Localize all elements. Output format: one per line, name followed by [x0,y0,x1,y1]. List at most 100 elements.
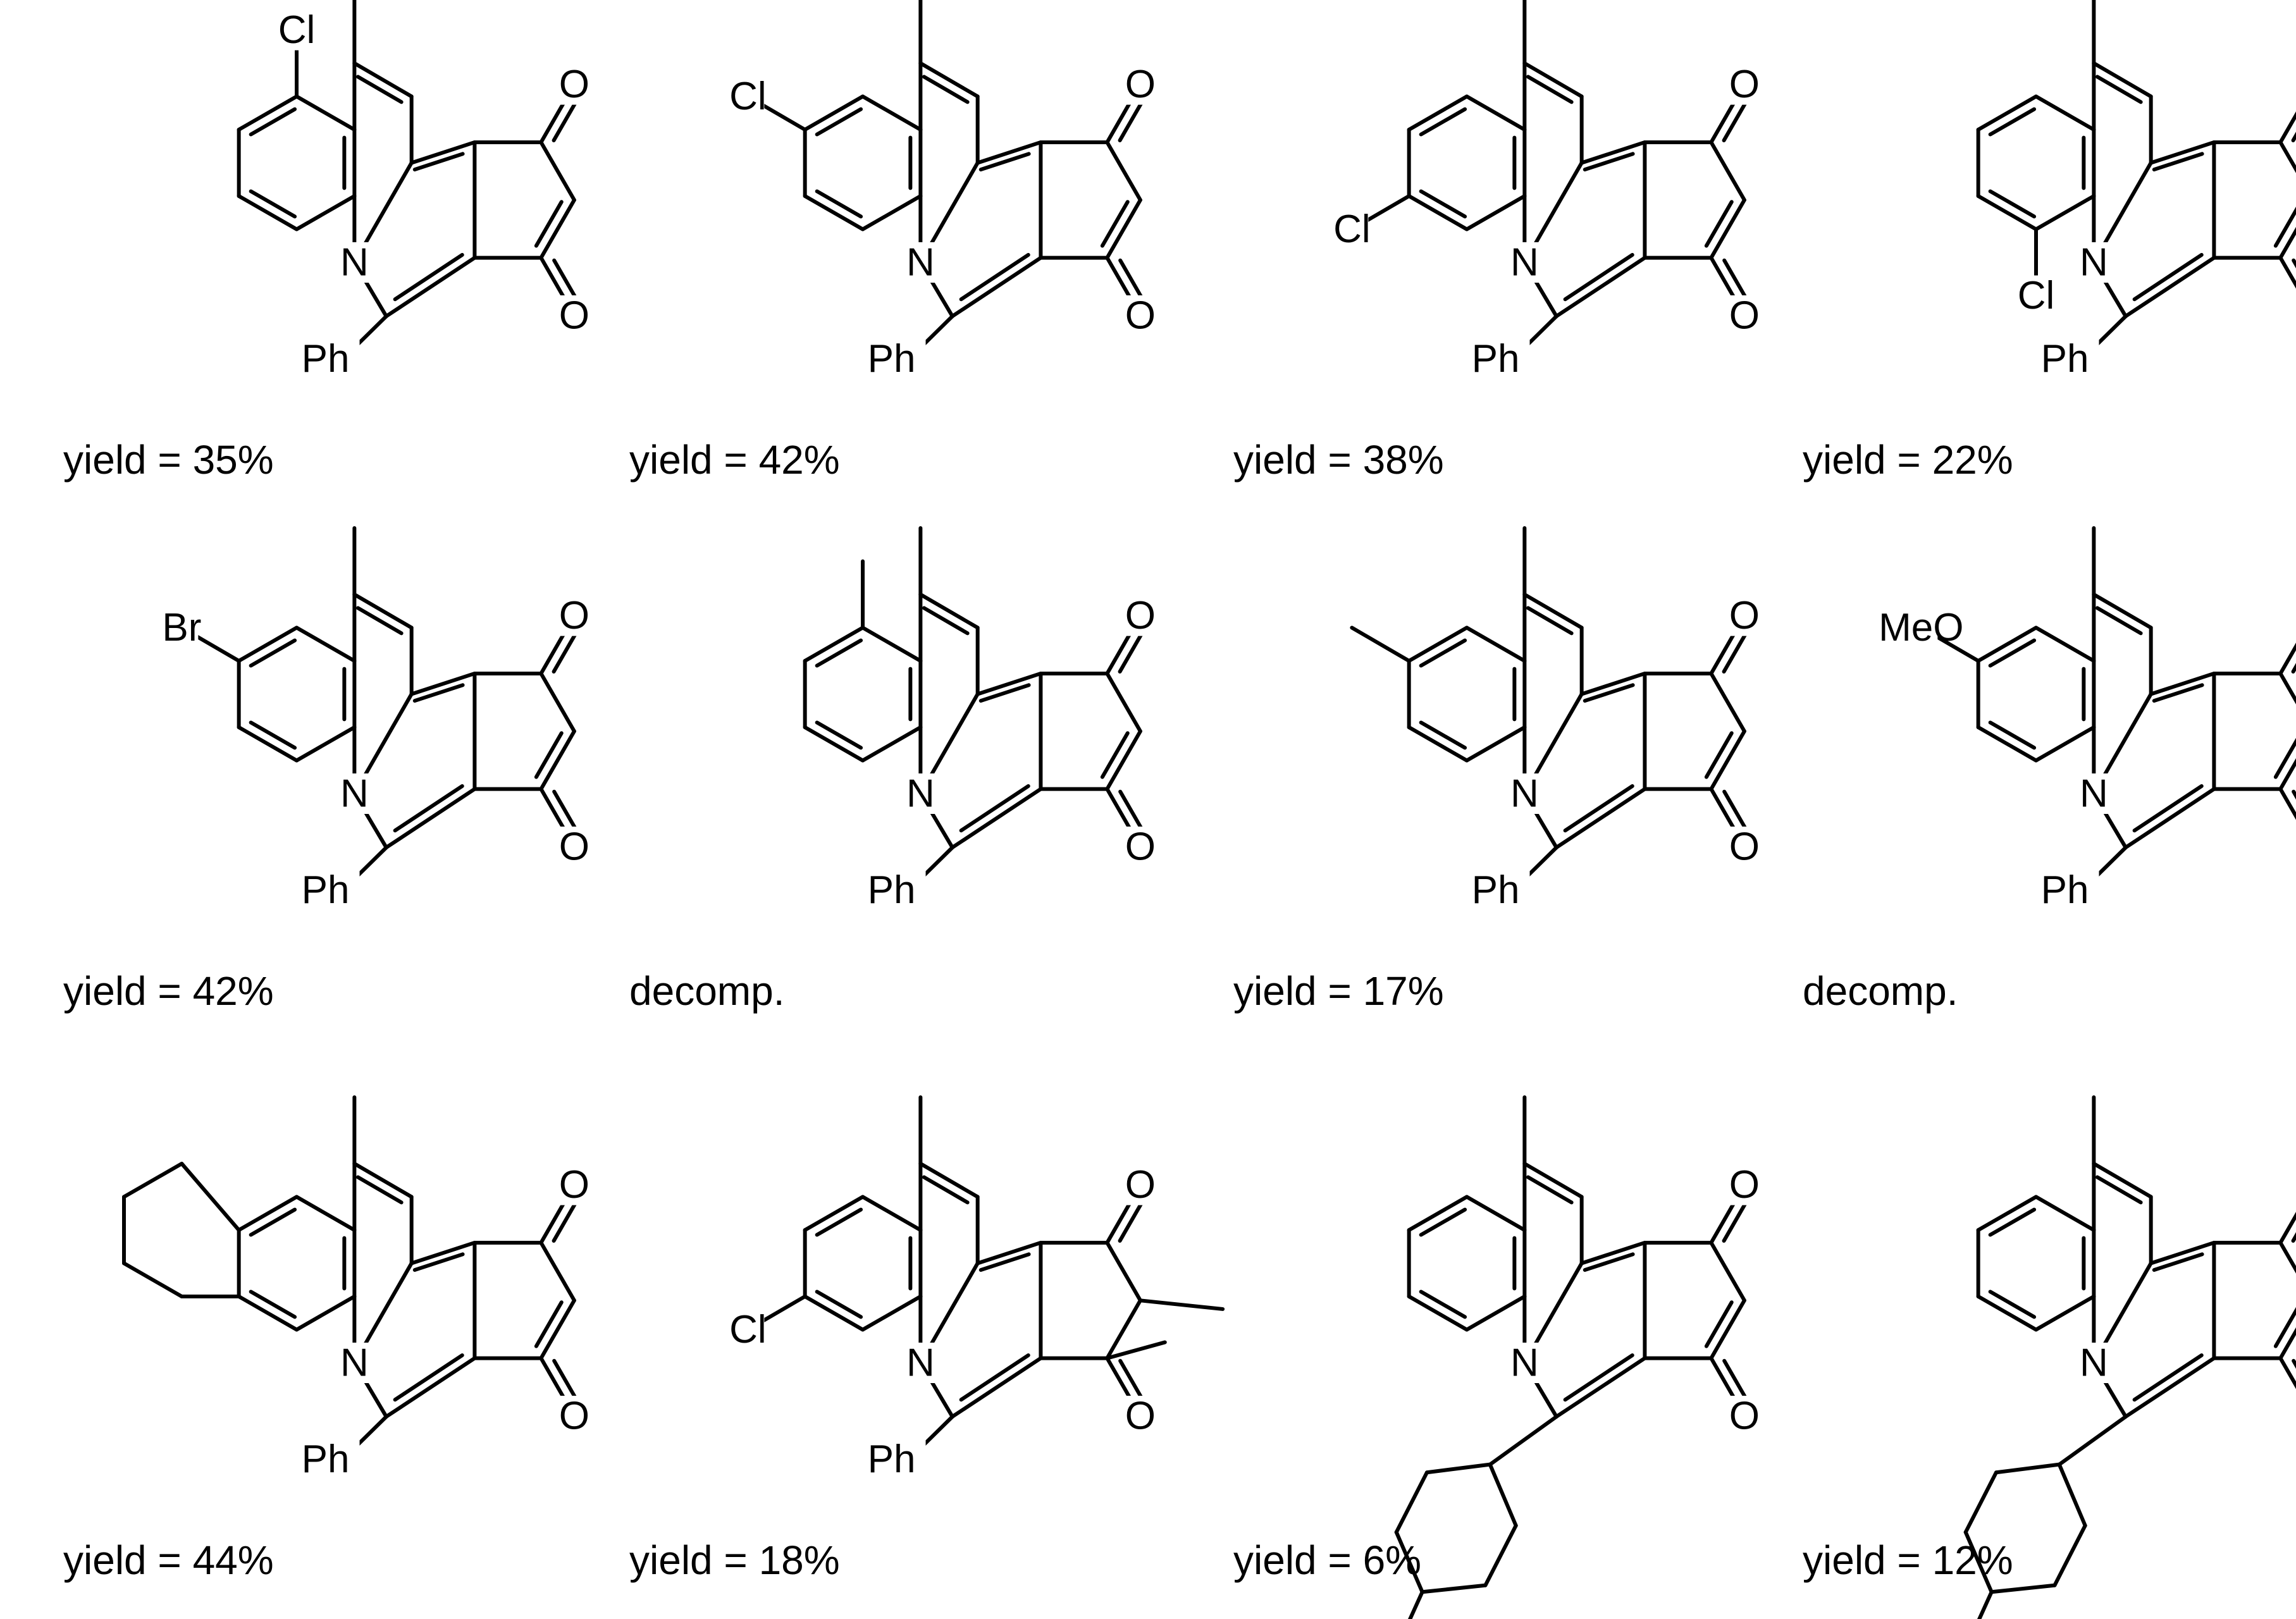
bond [2123,1356,2216,1419]
oxygen-label: O [1125,1163,1156,1207]
nitrogen-label: N [340,772,369,816]
double-bond [815,107,863,137]
carbonyl-bond [2278,1356,2296,1389]
substituent-label-mask [731,1309,765,1350]
bond [1989,1583,2057,1594]
bond [1407,94,1469,132]
bond [1579,140,1647,165]
double-bond [2273,206,2296,248]
substituent-label: Br [162,606,201,649]
bond [539,198,576,260]
double-bond [922,1175,970,1205]
bond [975,671,1043,696]
double-bond [1563,784,1634,833]
bond [1976,725,2038,763]
bond [2034,1195,2096,1232]
bond [2034,194,2096,231]
oxygen-label: O [559,1163,589,1207]
bond [295,625,357,663]
bond [295,725,357,763]
bond [1994,1462,2061,1475]
oxygen-label: O [1729,294,1760,338]
carbonyl-bond [2278,643,2296,675]
double-bond [1419,720,1467,750]
double-bond [1704,1300,1734,1348]
yield-caption: yield = 44% [63,1537,274,1583]
double-bond [2095,75,2143,104]
bond [861,94,923,132]
double-bond [393,1353,464,1402]
nitrogen-label-mask [338,1343,371,1383]
bond [352,61,414,99]
oxygen-label: O [1125,63,1156,106]
oxygen-label: O [1125,825,1156,869]
substituent-label-mask [1335,209,1369,250]
double-bond [1583,152,1635,172]
bond [180,1162,241,1232]
bond [384,787,477,850]
bond [803,725,865,763]
double-bond [2132,1353,2204,1402]
nitrogen-label-mask [904,1343,937,1383]
bond [2149,140,2216,165]
double-bond [1704,731,1734,779]
bond [237,725,299,763]
bond [950,255,1043,319]
oxygen-label-mask [1727,1396,1761,1436]
bond [1976,1195,2038,1232]
oxygen-label-mask [1123,1396,1157,1436]
double-bond [1988,720,2037,750]
double-bond [249,189,297,219]
oxygen-label-mask [557,595,591,636]
nitrogen-label-mask [904,242,937,283]
phenyl-label: Ph [302,868,350,912]
nitrogen-label-mask [2077,1343,2111,1383]
double-bond [249,1290,297,1319]
nitrogen-label: N [1510,241,1539,285]
substituent-bond [1350,625,1411,663]
bond [2149,671,2216,696]
bond [295,194,357,231]
bond [2092,593,2153,630]
substituent-label: MeO [1879,606,1963,649]
oxygen-label: O [559,594,589,637]
yield-caption: yield = 22% [1803,437,2013,483]
bond [539,729,576,791]
bond [1522,1162,1584,1199]
phenyl-label-mask [326,338,360,379]
oxygen-label-mask [1123,64,1157,105]
nitrogen-label-mask [2077,242,2111,283]
double-bond [355,1175,404,1205]
bond [2092,61,2153,99]
nitrogen-label-mask [1508,1343,1541,1383]
aryl-bond [2057,1415,2128,1467]
bond [295,94,357,132]
bond [1465,1195,1527,1232]
bond [384,1356,477,1419]
bond [918,1162,980,1199]
nitrogen-label: N [2080,1341,2108,1385]
double-bond [959,784,1030,833]
phenyl-label-mask [892,338,926,379]
bond [803,194,865,231]
oxygen-label: O [1729,825,1760,869]
oxygen-label-mask [1123,595,1157,636]
oxygen-label: O [559,1394,589,1438]
bond [1407,1295,1469,1332]
bond [1465,194,1527,231]
bond [803,625,865,663]
bond [1976,94,2038,132]
bond [539,1298,576,1360]
double-bond [922,606,970,636]
yield-caption: decomp. [629,968,785,1014]
double-bond [1988,1290,2037,1319]
double-bond [1419,189,1467,219]
